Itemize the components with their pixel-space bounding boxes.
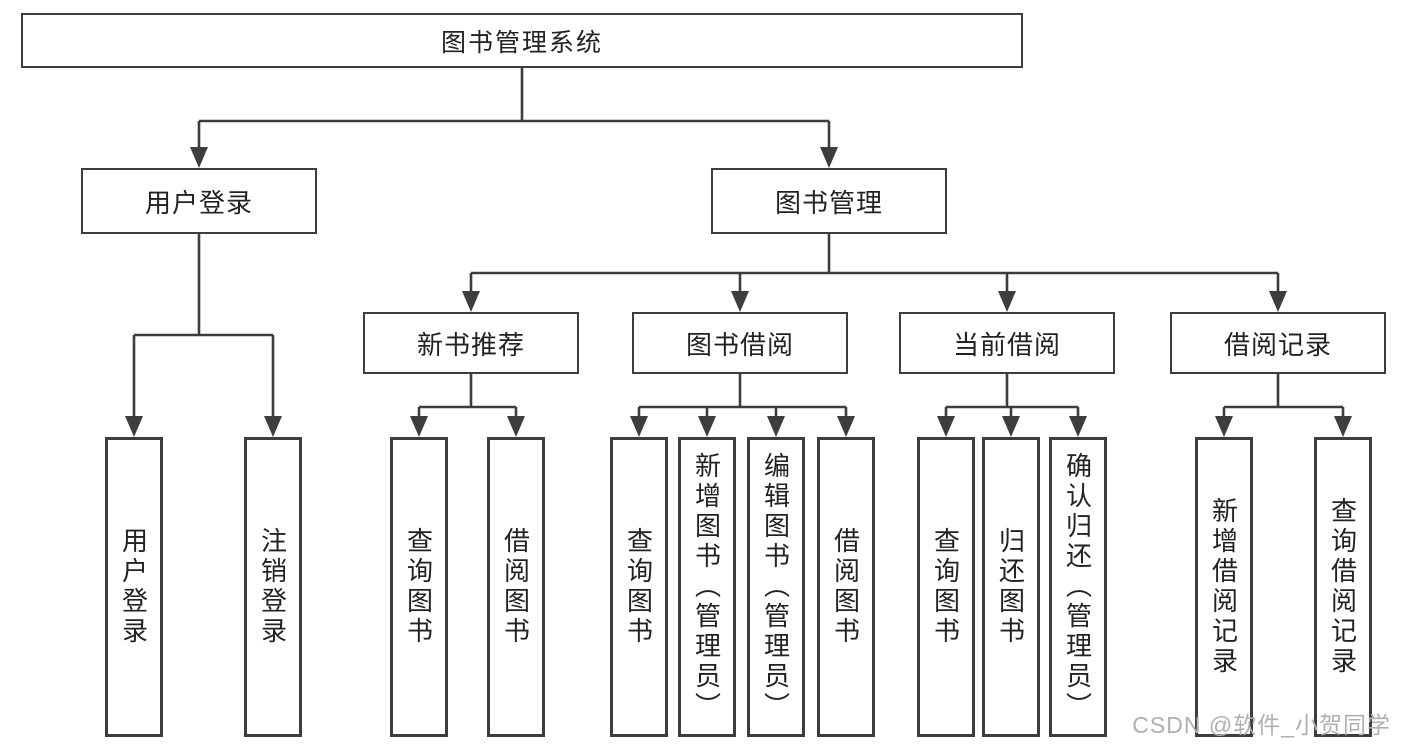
connector-new-book-children: [410, 374, 525, 437]
node-current-borrowing: 当前借阅: [899, 312, 1115, 374]
csdn-watermark: CSDN @软件_小贺同学: [1132, 712, 1391, 738]
leaf-query-borrow-record: 查询借阅记录: [1314, 437, 1372, 737]
connector-user-login-children: [125, 234, 282, 437]
node-label: 查询图书: [623, 527, 654, 647]
connector-current-borrow-children: [937, 374, 1087, 437]
node-label: 新增借阅记录: [1208, 497, 1239, 677]
leaf-query-books-2: 查询图书: [610, 437, 668, 737]
leaf-edit-books-admin: 编辑图书（管理员）: [747, 437, 805, 737]
leaf-add-books-admin: 新增图书（管理员）: [678, 437, 736, 737]
leaf-add-borrow-record: 新增借阅记录: [1195, 437, 1253, 737]
leaf-query-books-1: 查询图书: [390, 437, 448, 737]
node-label: 当前借阅: [952, 329, 1061, 360]
connector-root-to-level2: [190, 68, 838, 168]
node-label: 查询图书: [930, 527, 961, 647]
node-user-login: 用户登录: [81, 168, 317, 234]
node-label: 编辑图书（管理员）: [760, 452, 791, 722]
leaf-confirm-return-admin: 确认归还（管理员）: [1049, 437, 1107, 737]
node-label: 归还图书: [995, 527, 1026, 647]
node-label: 借阅图书: [500, 527, 531, 647]
node-label: 用户登录: [118, 527, 149, 647]
node-label: 查询图书: [403, 527, 434, 647]
connector-book-borrow-children: [630, 374, 855, 437]
node-book-management: 图书管理: [711, 168, 947, 234]
node-root: 图书管理系统: [21, 13, 1023, 68]
node-borrowing-records: 借阅记录: [1170, 312, 1386, 374]
node-label: 确认归还（管理员）: [1062, 452, 1093, 722]
node-label: 新增图书（管理员）: [691, 452, 722, 722]
node-label: 注销登录: [257, 527, 288, 647]
node-label: 图书借阅: [685, 329, 794, 360]
node-label: 查询借阅记录: [1327, 497, 1358, 677]
connector-borrow-records-children: [1215, 374, 1352, 437]
leaf-query-books-3: 查询图书: [917, 437, 975, 737]
leaf-borrow-books-1: 借阅图书: [487, 437, 545, 737]
node-label: 借阅图书: [830, 527, 861, 647]
connector-book-management-children: [462, 234, 1287, 312]
node-new-book-recommendation: 新书推荐: [363, 312, 579, 374]
leaf-borrow-books-2: 借阅图书: [817, 437, 875, 737]
node-label: 图书管理系统: [440, 28, 603, 57]
node-book-borrowing: 图书借阅: [632, 312, 848, 374]
leaf-logout: 注销登录: [244, 437, 302, 737]
node-label: 用户登录: [144, 187, 253, 218]
node-label: 新书推荐: [416, 329, 525, 360]
node-label: 借阅记录: [1223, 329, 1332, 360]
leaf-return-books: 归还图书: [982, 437, 1040, 737]
node-label: 图书管理: [774, 187, 883, 218]
leaf-user-login: 用户登录: [105, 437, 163, 737]
